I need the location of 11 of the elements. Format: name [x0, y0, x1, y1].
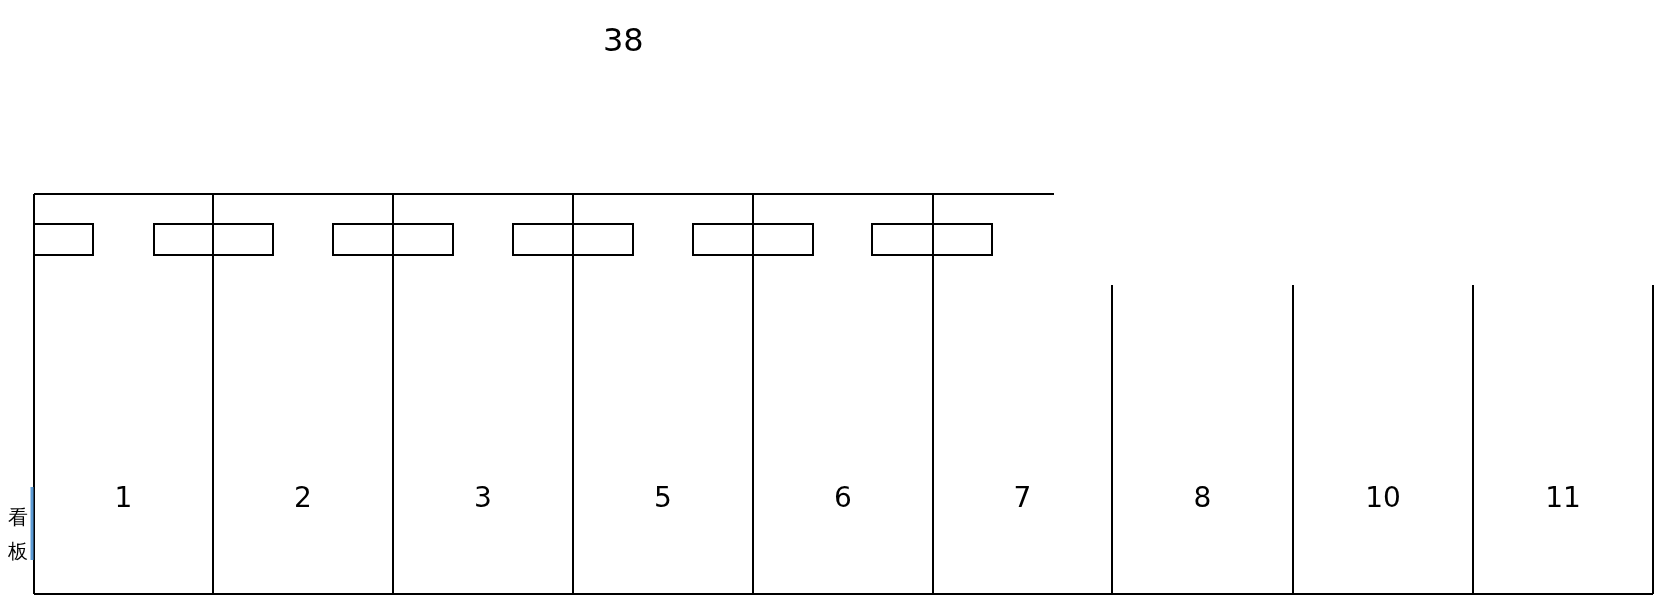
stall-number: 1 — [113, 480, 134, 516]
stall-number: 7 — [1012, 480, 1033, 516]
title: 38 — [603, 20, 644, 60]
stall-number: 8 — [1192, 480, 1213, 516]
stall-number: 5 — [653, 480, 673, 516]
stall-number: 3 — [473, 480, 493, 516]
signboard-label: 看板 — [8, 504, 29, 565]
stall-number: 10 — [1364, 480, 1402, 516]
stall-number: 6 — [833, 480, 853, 516]
stall-number: 2 — [293, 480, 313, 516]
stall-number: 11 — [1544, 480, 1582, 516]
